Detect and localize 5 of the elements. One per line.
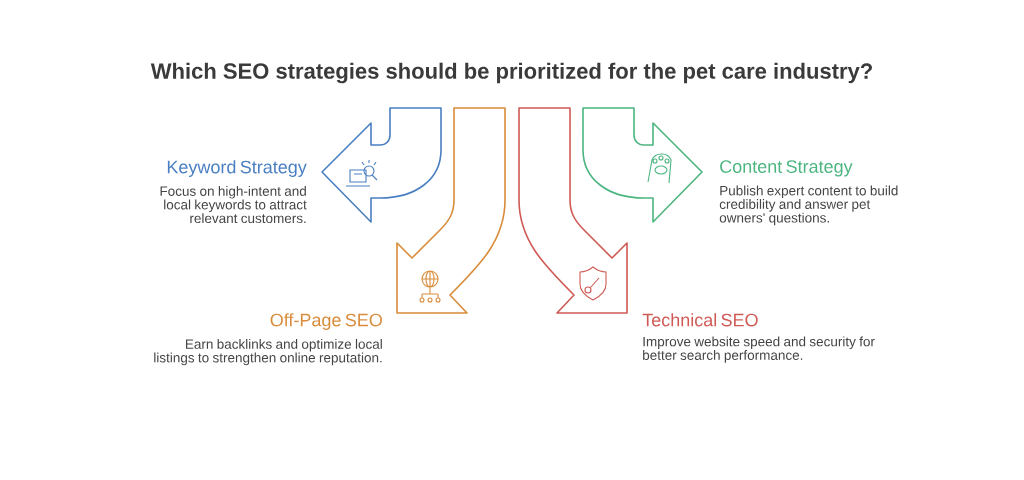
- strategy-text: Keyword Strategy Focus on high-intent and local keywords to attract relevant customers.: [160, 160, 307, 224]
- strategy-text: Off-Page SEO Earn backlinks and optimize local listings to strengthen online reputation.: [154, 313, 382, 366]
- strategy-text: Technical SEO Improve website speed and security for better search performance.: [642, 313, 875, 363]
- title: Which SEO strategies should be prioritized for the pet care industry?: [150, 62, 872, 84]
- strategy-text: Content Strategy Publish expert content to build credibility and answer pet owners' questions.: [719, 160, 898, 226]
